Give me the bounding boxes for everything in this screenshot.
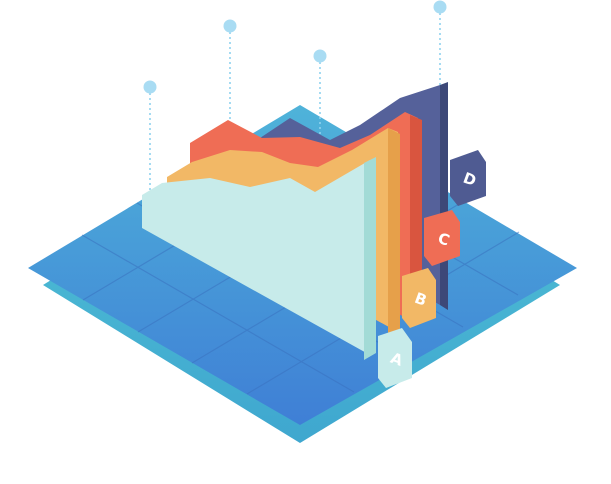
tag-a: A xyxy=(378,328,412,388)
pins xyxy=(143,0,447,195)
pin-head-1 xyxy=(143,80,157,94)
tag-d-flag xyxy=(450,150,486,206)
tag-c-flag xyxy=(424,210,460,266)
tag-d-label: D xyxy=(461,169,479,190)
tag-d: D xyxy=(450,150,486,206)
layer-d-side xyxy=(440,82,448,310)
tag-a-flag xyxy=(378,328,412,388)
tag-b: B xyxy=(402,268,436,328)
layer-a-face xyxy=(142,160,370,355)
layer-a xyxy=(142,157,376,360)
layer-b-side xyxy=(388,128,400,337)
tag-c: C xyxy=(424,210,460,266)
pin-head-2 xyxy=(223,19,237,33)
layer-a-side xyxy=(364,157,376,360)
pin-head-3 xyxy=(313,49,327,63)
tag-b-flag xyxy=(402,268,436,328)
pin-head-4 xyxy=(433,0,447,14)
